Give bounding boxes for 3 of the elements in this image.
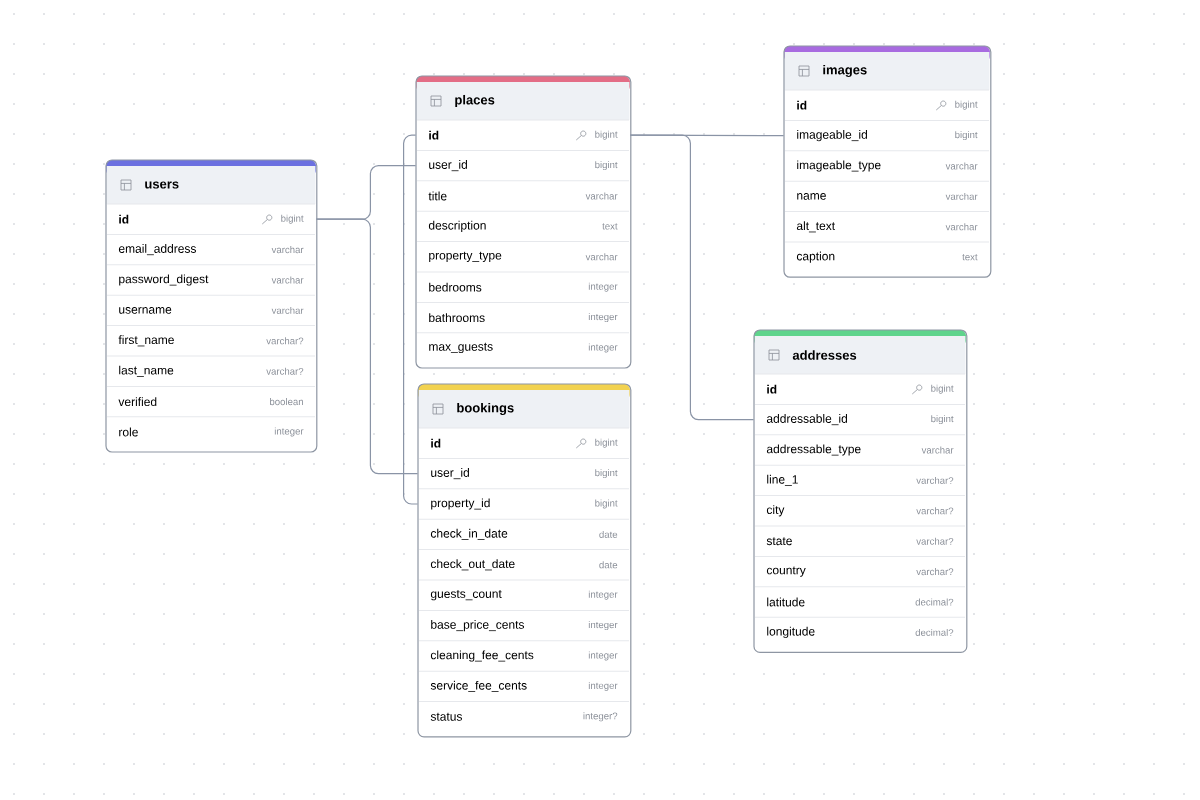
- connector-line: [315, 218, 419, 475]
- connector-line: [403, 134, 419, 505]
- connector-line: [629, 134, 755, 421]
